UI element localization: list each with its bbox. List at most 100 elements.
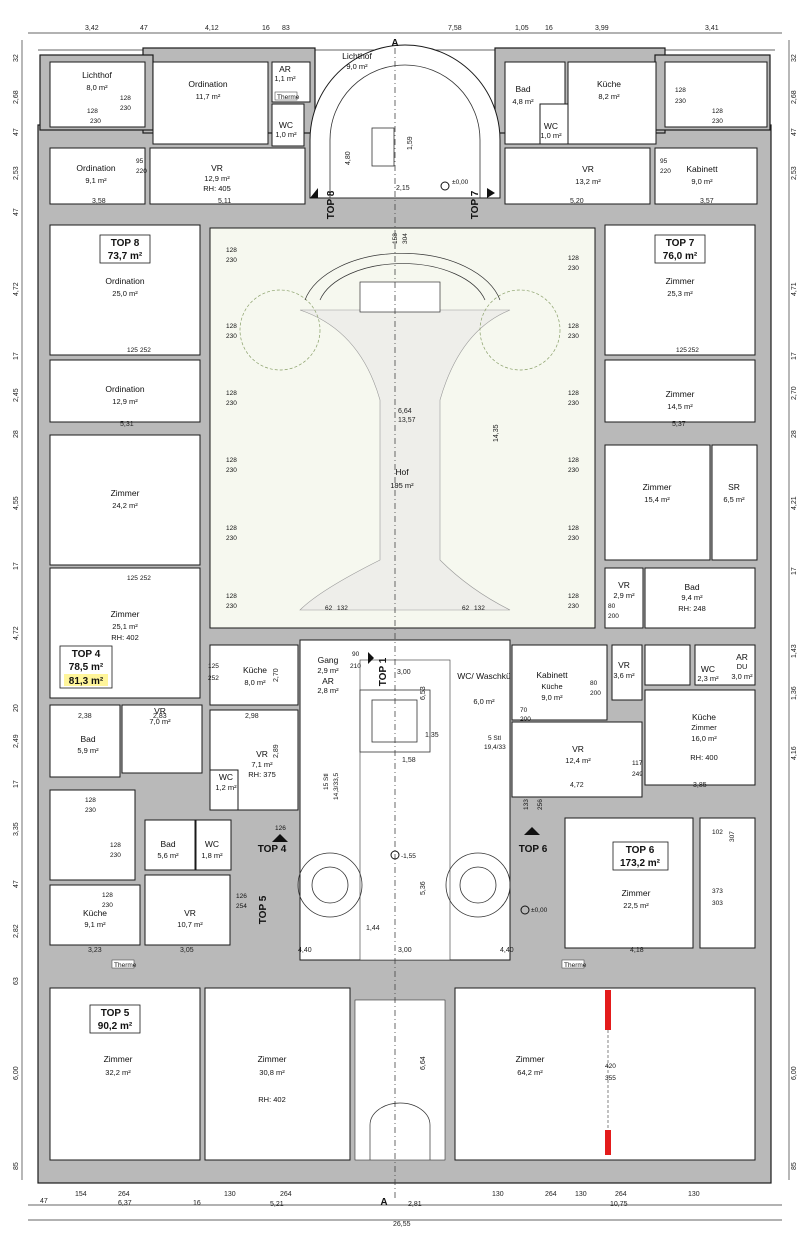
room-zimmer-2-name: Zimmer bbox=[111, 609, 140, 619]
dim-298: 2,98 bbox=[245, 713, 259, 720]
room-vr-2-area: 13,2 m² bbox=[575, 177, 601, 186]
dim-536: 5,36 bbox=[420, 881, 427, 895]
dim-right-2: 47 bbox=[791, 128, 798, 136]
top6-name: TOP 6 bbox=[626, 845, 655, 856]
tag-h7b: 230 bbox=[226, 467, 237, 474]
dim-300: 3,00 bbox=[398, 947, 412, 954]
room-gang-area: 2,9 m² bbox=[317, 666, 339, 675]
dim-bot-4: 16 bbox=[193, 1200, 201, 1207]
dim-left-1: 2,68 bbox=[13, 90, 20, 104]
dim-bot-7: 5,21 bbox=[270, 1201, 284, 1208]
room-zimmer-8-name: Zimmer bbox=[258, 1054, 287, 1064]
tag-b5a: 128 bbox=[110, 842, 121, 849]
tag-d3b: 252 bbox=[140, 347, 151, 354]
room-zimmer-4-area: 14,5 m² bbox=[667, 402, 693, 411]
tag-d2a: 95 bbox=[660, 158, 668, 165]
dim-top-7: 16 bbox=[545, 25, 553, 32]
room-kuche-2-area: 8,0 m² bbox=[244, 678, 266, 687]
room-bad-2-name: Bad bbox=[684, 582, 699, 592]
tag-w3b: 230 bbox=[675, 98, 686, 105]
room-ordination-4-name: Ordination bbox=[105, 384, 144, 394]
tag-w1b: 230 bbox=[90, 118, 101, 125]
tag-d1b: 220 bbox=[136, 168, 147, 175]
tag-h3b: 230 bbox=[226, 333, 237, 340]
dim-right-9: 17 bbox=[791, 567, 798, 575]
tag-d5a: 125 bbox=[676, 347, 687, 354]
tag-h6a: 128 bbox=[568, 390, 579, 397]
room-vr-5-area: 7,0 m² bbox=[149, 717, 171, 726]
dim-top-2: 4,12 bbox=[205, 25, 219, 32]
tag-h4b: 230 bbox=[568, 333, 579, 340]
room-zimmer-9-area: 64,2 m² bbox=[517, 1068, 543, 1077]
room-zimmer-4-name: Zimmer bbox=[666, 389, 695, 399]
top8-name: TOP 8 bbox=[111, 238, 140, 249]
tag-h9b: 230 bbox=[226, 535, 237, 542]
dim-left-16: 47 bbox=[13, 880, 20, 888]
room-ar-2-name: AR bbox=[322, 676, 334, 686]
room-ordination-3-name: Ordination bbox=[105, 276, 144, 286]
tag-h12b: 230 bbox=[568, 603, 579, 610]
room-vr-2-name: VR bbox=[582, 164, 594, 174]
stair-level0-top: ±0,00 bbox=[452, 179, 469, 186]
stair-steps-left: 15 Stl bbox=[323, 773, 330, 790]
tag-d6b: 252 bbox=[208, 675, 219, 682]
room-ordination-1-area: 11,7 m² bbox=[196, 92, 221, 101]
tag-d4a: 125 bbox=[127, 575, 138, 582]
room-wc-1-name: WC bbox=[279, 120, 293, 130]
dim-left-8: 28 bbox=[13, 430, 20, 438]
dim-left-10: 17 bbox=[13, 562, 20, 570]
dim-left-0: 32 bbox=[13, 54, 20, 62]
room-vr-3-area: 2,9 m² bbox=[613, 591, 635, 600]
top6-area: 173,2 m² bbox=[620, 858, 661, 869]
tag-h14a: 62 bbox=[462, 605, 470, 612]
room-kuche-3-name: Küche bbox=[692, 712, 716, 722]
dim-bot-10: 264 bbox=[545, 1191, 557, 1198]
room-vr-6-extra: RH: 375 bbox=[248, 770, 276, 779]
tag-307: 307 bbox=[729, 831, 736, 842]
tag-h2a: 128 bbox=[568, 255, 579, 262]
room-wc-4-name: WC bbox=[219, 772, 233, 782]
room-hof-area: 195 m² bbox=[390, 481, 414, 490]
dim-bot-9: 130 bbox=[492, 1191, 504, 1198]
room-vr-3-name: VR bbox=[618, 580, 630, 590]
dim-top-0: 3,42 bbox=[85, 25, 99, 32]
room-zimmer-6-area: 22,5 m² bbox=[623, 901, 649, 910]
top-unit-labels: TOP 8 73,7 m² TOP 7 76,0 m² TOP 4 78,5 m… bbox=[59, 234, 706, 1034]
tag-w4b: 230 bbox=[712, 118, 723, 125]
stair-top8: TOP 8 bbox=[326, 190, 337, 219]
tag-h11b: 230 bbox=[226, 603, 237, 610]
tag-h13b: 132 bbox=[337, 605, 348, 612]
tag-d7b: 200 bbox=[608, 613, 619, 620]
tag-h9a: 128 bbox=[226, 525, 237, 532]
stair-top7: TOP 7 bbox=[470, 190, 481, 219]
dim-bot-1: 154 bbox=[75, 1191, 87, 1198]
dim-418: 4,18 bbox=[630, 947, 644, 954]
room-zimmer-3-name: Zimmer bbox=[666, 276, 695, 286]
stair-steps-val: 19,4/33 bbox=[484, 744, 506, 751]
misc-117: 117 bbox=[632, 760, 643, 767]
room-wc-wasch-name: WC/ Waschkü bbox=[457, 671, 511, 681]
room-vr-1-extra: RH: 405 bbox=[203, 184, 231, 193]
tag-gang-a: 90 bbox=[352, 651, 360, 658]
dim-left-13: 2,49 bbox=[13, 734, 20, 748]
tag-h4a: 128 bbox=[568, 323, 579, 330]
dim-520: 5,20 bbox=[570, 198, 584, 205]
dim-left-20: 85 bbox=[13, 1162, 20, 1170]
room-hof-name: Hof bbox=[395, 467, 409, 477]
room-kabinett-1-name: Kabinett bbox=[686, 164, 718, 174]
dim-511: 5,11 bbox=[218, 198, 231, 205]
tag-h5a: 128 bbox=[226, 390, 237, 397]
dim-left-3: 2,53 bbox=[13, 166, 20, 180]
room-gang-name: Gang bbox=[318, 655, 339, 665]
dim-top-4: 83 bbox=[282, 25, 290, 32]
tag-top5-stair-a: 126 bbox=[236, 893, 247, 900]
dim-mid-w: 6,64 bbox=[398, 408, 412, 415]
room-vr-4-area: 3,6 m² bbox=[613, 671, 635, 680]
dim-left-11: 4,72 bbox=[13, 626, 20, 640]
room-vr-4-name: VR bbox=[618, 660, 630, 670]
dim-left-12: 20 bbox=[13, 704, 20, 712]
dim-238: 2,38 bbox=[78, 713, 92, 720]
dim-right-5: 17 bbox=[791, 352, 798, 360]
courtyard: Hof 195 m² 13,57 14,35 bbox=[209, 227, 596, 629]
misc-249: 249 bbox=[632, 771, 643, 778]
